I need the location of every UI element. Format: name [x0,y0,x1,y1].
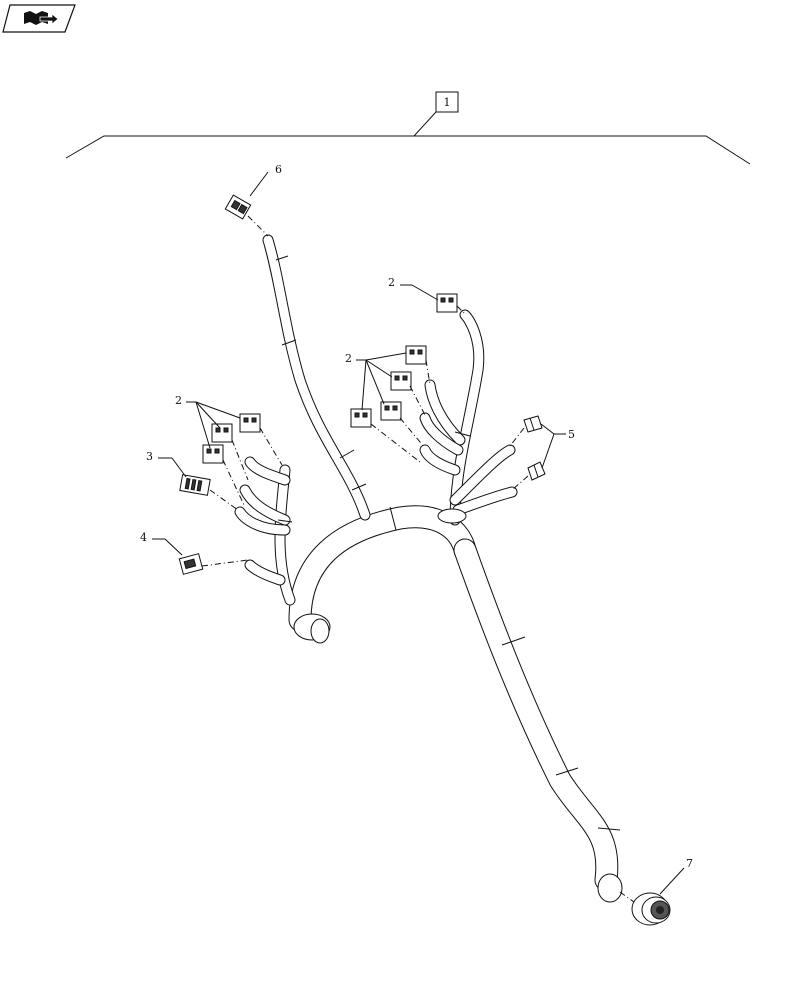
callout-2-top-label: 2 [388,276,395,289]
callout-2-right-label: 2 [345,352,352,365]
callout-4-label: 4 [140,531,147,544]
callout-2-right: 2 [345,352,407,411]
callout-6-label: 6 [275,163,282,176]
callout-4: 4 [140,531,183,556]
open-book-arrow-icon [24,11,59,25]
connector-2-left-c[interactable] [202,444,245,506]
book-icon-badge[interactable] [2,4,76,33]
harness-branch-top [262,234,371,521]
connector-6[interactable] [224,194,269,237]
connector-4[interactable] [178,553,249,575]
callout-2-left: 2 [175,394,241,449]
connector-2-right-b[interactable] [390,371,426,416]
connector-2-right-c[interactable] [380,401,426,449]
connector-7[interactable] [619,891,671,926]
harness-trunk [288,505,623,903]
harness-branch-left [234,456,296,606]
connector-5-b[interactable] [511,461,546,491]
connector-5-a[interactable] [509,415,543,447]
callout-5-label: 5 [568,428,575,441]
connector-2-left-b[interactable] [211,423,249,481]
callout-2-left-label: 2 [175,394,182,407]
connector-2-right-d[interactable] [350,408,421,463]
callout-3-label: 3 [146,450,153,463]
harness-branch-right [419,309,518,526]
connector-2-left-a[interactable] [239,413,283,466]
connector-2-right-a[interactable] [405,345,431,386]
connector-2-top[interactable] [436,293,467,316]
callout-2-top: 2 [388,276,439,301]
callout-5: 5 [540,423,575,469]
assembly-callout-label: 1 [444,96,451,109]
callout-7: 7 [659,857,693,895]
assembly-callout: 1 [65,91,751,165]
callout-3: 3 [146,450,187,478]
callout-7-label: 7 [686,857,693,870]
callout-6: 6 [249,163,282,197]
connector-3[interactable] [179,474,239,511]
